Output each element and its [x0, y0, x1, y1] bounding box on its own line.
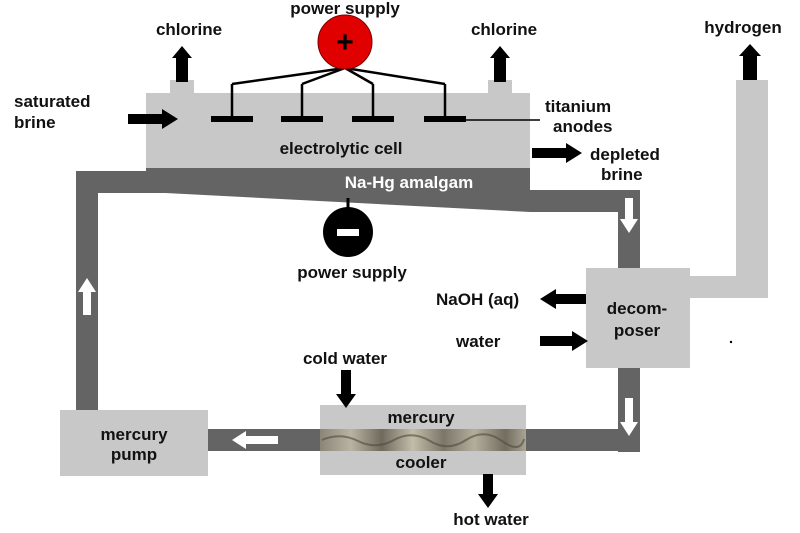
label-naoh: NaOH (aq) — [436, 290, 519, 309]
arrow-depleted-brine — [532, 143, 582, 163]
label-saturated-brine: brine — [14, 113, 56, 132]
label-hydrogen: hydrogen — [704, 18, 781, 37]
flow-arrow-down-decomposer-out — [620, 398, 638, 436]
stray-dot — [729, 340, 733, 344]
titanium-anodes — [211, 116, 466, 122]
arrows-solid — [128, 44, 761, 508]
arrow-water — [540, 331, 588, 351]
amalgam-channel — [146, 166, 530, 212]
label-depleted-brine: brine — [601, 165, 643, 184]
positive-symbol: + — [336, 26, 354, 59]
negative-symbol — [337, 229, 359, 236]
pipe-amalgam-out — [530, 190, 640, 212]
flow-arrow-down-decomposer-in — [620, 198, 638, 233]
anode-wiring — [230, 66, 447, 118]
label-cold-water: cold water — [303, 349, 387, 368]
arrow-saturated-brine — [128, 109, 178, 129]
label-mercury-pump-1: mercury — [100, 425, 168, 444]
label-mercury-cooler-2: cooler — [395, 453, 446, 472]
cooler-tube-texture — [321, 433, 525, 448]
mercury-pump — [60, 410, 208, 476]
label-power-supply-top: power supply — [290, 0, 400, 18]
arrow-chlorine-right — [490, 46, 510, 82]
arrow-hot-water — [478, 474, 498, 508]
label-chlorine-left: chlorine — [156, 20, 222, 39]
label-electrolytic-cell: electrolytic cell — [280, 139, 403, 158]
label-water: water — [455, 332, 501, 351]
hydrogen-outlet-horizontal — [685, 276, 768, 298]
pipe-bottom-right — [520, 429, 640, 451]
label-decomposer-2: poser — [614, 321, 661, 340]
label-titanium: titanium — [545, 97, 611, 116]
label-mercury-cooler-1: mercury — [387, 408, 455, 427]
label-anodes: anodes — [553, 117, 613, 136]
label-mercury-pump-2: pump — [111, 445, 157, 464]
flow-arrow-up-left — [78, 278, 96, 315]
label-chlorine-right: chlorine — [471, 20, 537, 39]
arrow-cold-water — [336, 370, 356, 408]
label-hot-water: hot water — [453, 510, 529, 529]
flow-arrow-left-pump — [232, 431, 278, 449]
arrows-flow — [78, 198, 638, 449]
label-saturated: saturated — [14, 92, 91, 111]
arrow-naoh — [540, 289, 586, 309]
label-decomposer-1: decom- — [607, 299, 667, 318]
positive-terminal — [317, 14, 373, 70]
cooler-mercury-tube — [320, 429, 526, 451]
arrow-hydrogen — [739, 44, 761, 80]
electrolytic-cell — [146, 93, 530, 168]
label-depleted: depleted — [590, 145, 660, 164]
label-amalgam: Na-Hg amalgam — [345, 173, 473, 192]
arrow-chlorine-left — [172, 46, 192, 82]
label-power-supply-bottom: power supply — [297, 263, 407, 282]
decomposer — [586, 268, 690, 368]
hydrogen-outlet-vertical — [736, 80, 768, 298]
